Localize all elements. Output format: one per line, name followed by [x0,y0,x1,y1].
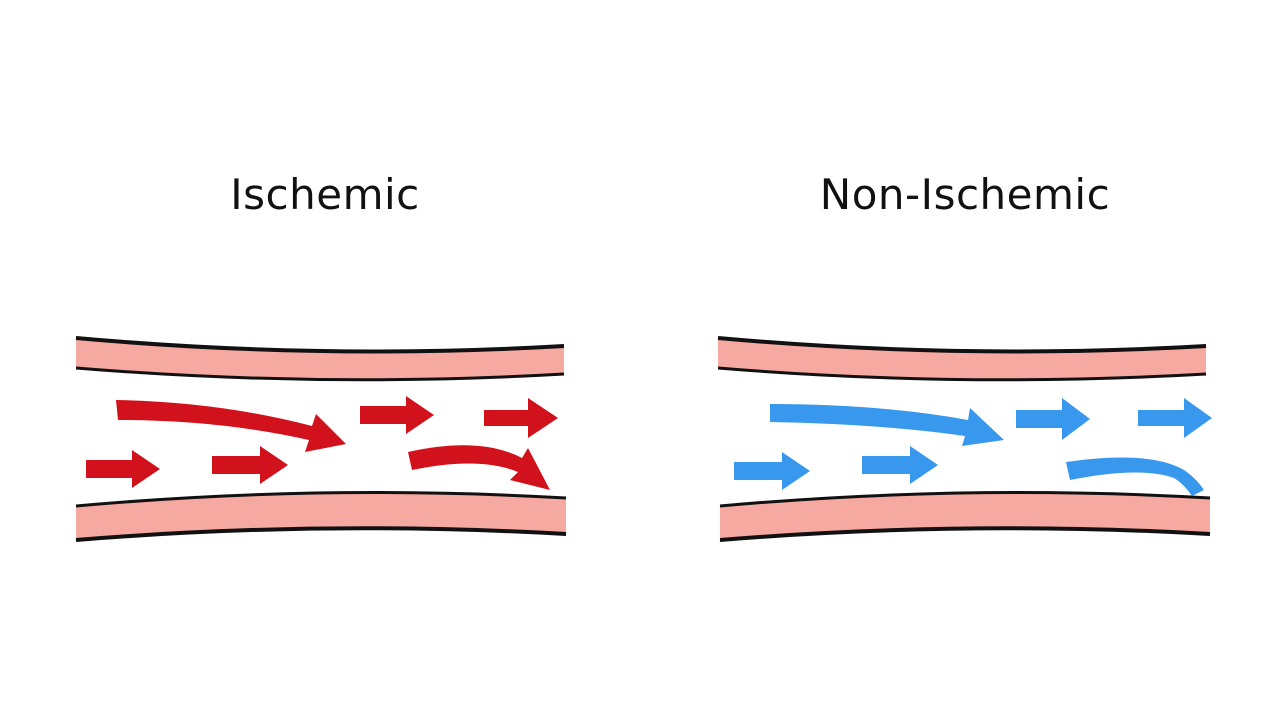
flow-arc [1066,457,1204,496]
right-arrow-icon [734,452,810,490]
right-arrow-icon [86,450,160,488]
right-arrow-icon [862,446,938,484]
right-arrow-icon [360,396,434,434]
ischemic-vessel [75,336,567,542]
right-arrow-icon [1016,398,1090,440]
non-ischemic-lower-wall [719,491,1211,542]
ischemic-title: Ischemic [230,170,420,219]
right-arrow-icon [484,398,558,438]
non-ischemic-vessel [717,336,1212,542]
right-arrow-icon [212,446,288,484]
non-ischemic-flow-arrows [734,398,1212,496]
right-arrow-icon [408,445,550,490]
ischemic-flow-arrows [86,396,558,490]
right-arrow-icon [770,404,1004,446]
right-arrow-icon [1138,398,1212,438]
ischemic-lower-wall [75,491,567,542]
ischemic-upper-wall [75,336,565,382]
non-ischemic-title: Non-Ischemic [819,170,1111,219]
non-ischemic-upper-wall [717,336,1207,382]
right-arrow-icon [116,400,346,452]
